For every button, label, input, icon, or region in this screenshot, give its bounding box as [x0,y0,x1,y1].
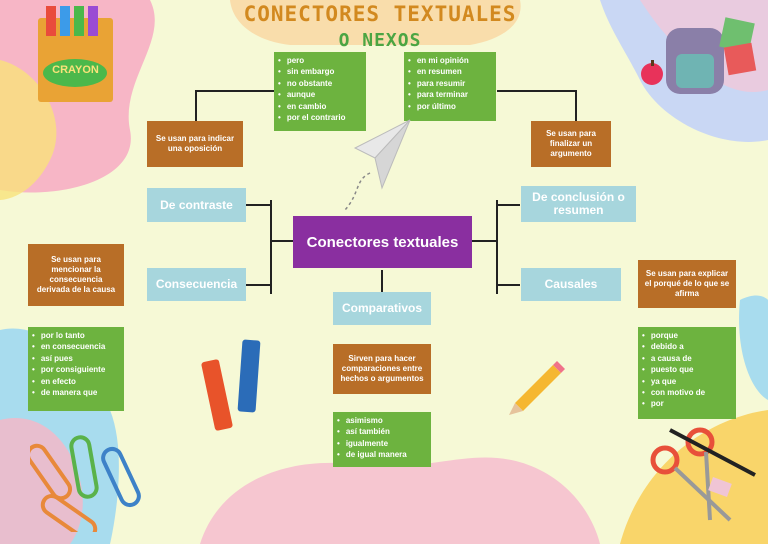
list-item: por el contrario [278,112,346,123]
list-item: así también [337,426,407,437]
connector-line [496,200,498,294]
category-causales: Causales [521,268,621,301]
page-title: CONECTORES TEXTUALES [243,2,517,26]
connector-line [195,90,197,128]
list-item: en efecto [32,376,105,387]
connector-line [496,284,520,286]
category-consecuencia: Consecuencia [147,268,246,301]
list-item: en consecuencia [32,341,105,352]
list-item: puesto que [642,364,705,375]
crayon-box-label: CRAYON [52,64,99,76]
apple-icon [641,60,663,85]
list-item: en resumen [408,66,469,77]
list-item: para resumir [408,78,469,89]
connector-line [496,204,520,206]
list-item: por lo tanto [32,330,105,341]
list-item: de igual manera [337,449,407,460]
category-comparativos: Comparativos [333,292,431,325]
paper-plane-icon [344,119,411,211]
pencil-icon [509,361,565,415]
list-item: de manera que [32,387,105,398]
list-item: por consiguiente [32,364,105,375]
list-item: por [642,398,705,409]
list-item: porque [642,330,705,341]
list-item: asimismo [337,415,407,426]
list-item: sin embargo [278,66,346,77]
connector-line [246,204,270,206]
list-item: para terminar [408,89,469,100]
list-item: ya que [642,376,705,387]
crayon-box-illustration: CRAYON [38,6,113,102]
scissors-icon [650,427,756,522]
list-item: debido a [642,341,705,352]
description-causales: Se usan para explicar el porqué de lo qu… [638,260,736,308]
description-comparativos: Sirven para hacer comparaciones entre he… [333,344,431,394]
crayons-icon [201,339,261,431]
paper-clips-icon [30,435,141,532]
list-item: no obstante [278,78,346,89]
connector-line [472,240,496,242]
central-topic: Conectores textuales [293,216,472,268]
list-item: a causa de [642,353,705,364]
list-item: con motivo de [642,387,705,398]
list-item: en cambio [278,101,346,112]
connector-line [270,200,272,294]
list-item: igualmente [337,438,407,449]
list-item: por último [408,101,469,112]
connector-line [575,90,577,128]
examples-contraste: pero sin embargo no obstante aunque en c… [274,52,366,131]
page-subtitle: O NEXOS [338,30,422,51]
examples-comparativos: asimismo así también igualmente de igual… [333,412,431,467]
list-item: en mi opinión [408,55,469,66]
description-contraste: Se usan para indicar una oposición [147,121,243,167]
examples-conclusion: en mi opinión en resumen para resumir pa… [404,52,496,121]
description-conclusion: Se usan para finalizar un argumento [531,121,611,167]
connector-line [381,270,383,292]
list-item: pero [278,55,346,66]
connector-line [270,240,294,242]
examples-consecuencia: por lo tanto en consecuencia así pues po… [28,327,124,411]
category-conclusion: De conclusión o resumen [521,186,636,222]
list-item: aunque [278,89,346,100]
connector-line [246,284,270,286]
list-item: así pues [32,353,105,364]
connector-line [195,90,275,92]
description-consecuencia: Se usan para mencionar la consecuencia d… [28,244,124,306]
backpack-icon [666,17,757,94]
crayon-box-icon [38,6,113,102]
category-contraste: De contraste [147,188,246,222]
examples-causales: porque debido a a causa de puesto que ya… [638,327,736,419]
connector-line [497,90,577,92]
